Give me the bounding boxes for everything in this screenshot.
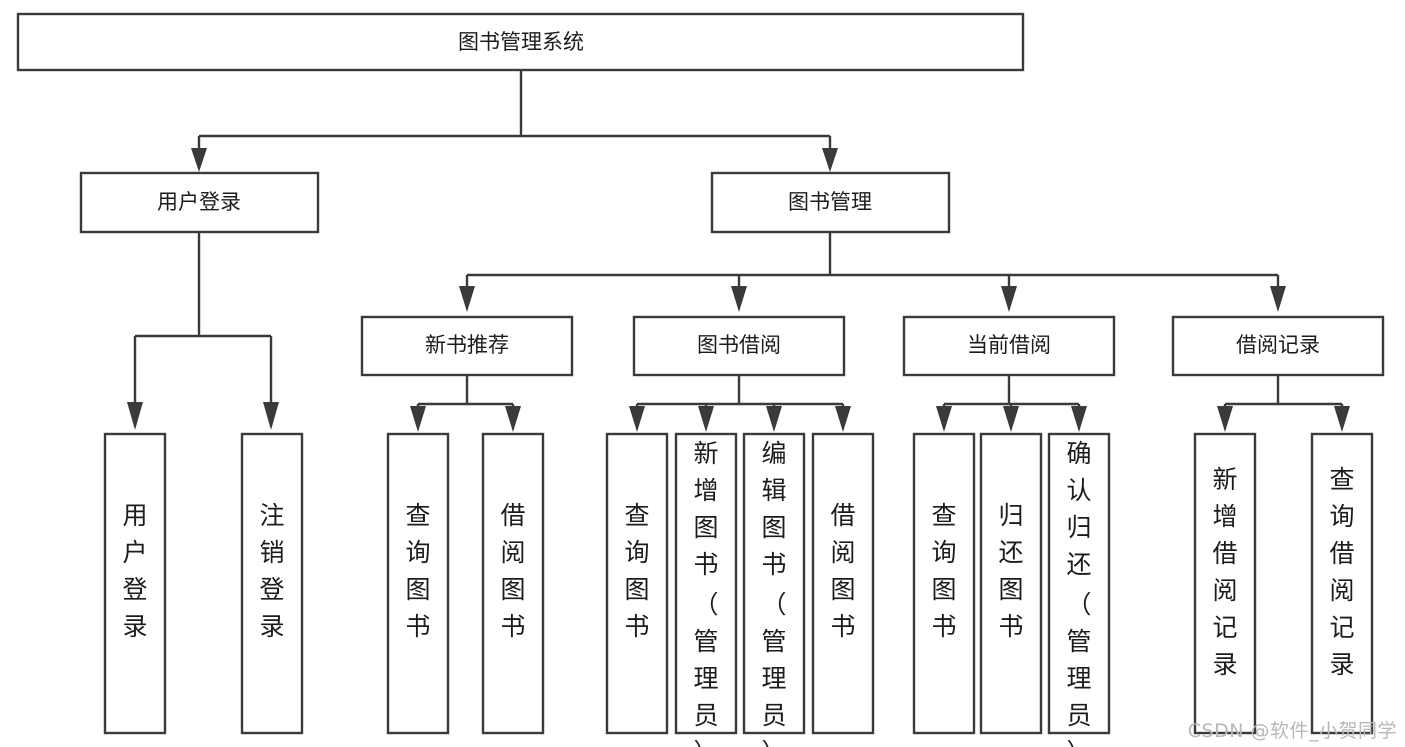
node-book-borrow-box[interactable] (632, 315, 846, 377)
node-current-borrow-label: 当前借阅 (967, 333, 1051, 357)
node-user-login[interactable]: 用户登录 (79, 171, 320, 234)
node-leaf-return-book[interactable]: 归还图书 (979, 432, 1043, 735)
node-new-book-rec-label: 新书推荐 (425, 333, 509, 357)
node-leaf-add-book-label: 新增图书（管理员） (693, 439, 718, 747)
connector-layer (127, 70, 1350, 432)
node-leaf-confirm-return[interactable]: 确认归还（管理员） (1047, 432, 1111, 747)
node-leaf-query-book-3[interactable]: 查询图书 (912, 432, 976, 735)
node-leaf-edit-book[interactable]: 编辑图书（管理员） (742, 432, 806, 747)
node-leaf-query-record-box[interactable] (1310, 432, 1374, 735)
arrow-to-borrow-record (1270, 286, 1286, 312)
arrow-to-leaf-query-record (1334, 406, 1350, 432)
node-book-borrow-label: 图书借阅 (697, 333, 781, 357)
arrow-to-leaf-add-book (698, 406, 714, 432)
node-leaf-confirm-return-label: 确认归还（管理员） (1066, 439, 1091, 747)
node-leaf-edit-book-box[interactable] (742, 432, 806, 735)
node-leaf-query-book-1-box[interactable] (386, 432, 450, 735)
node-leaf-borrow-book-1-label: 借阅图书 (500, 501, 525, 641)
node-leaf-add-book-box[interactable] (674, 432, 738, 735)
node-borrow-record[interactable]: 借阅记录 (1171, 315, 1385, 377)
node-new-book-rec[interactable]: 新书推荐 (360, 315, 574, 377)
node-leaf-logout-label: 注销登录 (259, 501, 284, 641)
node-leaf-add-record-box[interactable] (1193, 432, 1257, 735)
node-leaf-query-book-1-label: 查询图书 (405, 501, 430, 641)
arrow-to-leaf-return-book (1003, 406, 1019, 432)
node-leaf-add-record[interactable]: 新增借阅记录 (1193, 432, 1257, 735)
node-leaf-add-book[interactable]: 新增图书（管理员） (674, 432, 738, 747)
node-leaf-query-record-label: 查询借阅记录 (1329, 465, 1354, 679)
node-leaf-query-book-3-box[interactable] (912, 432, 976, 735)
arrow-to-user-login (191, 148, 207, 172)
node-leaf-borrow-book-2[interactable]: 借阅图书 (811, 432, 875, 735)
node-user-login-box[interactable] (79, 171, 320, 234)
node-leaf-query-book-3-label: 查询图书 (931, 501, 956, 641)
arrow-to-current-borrow (1001, 286, 1017, 312)
node-root-label: 图书管理系统 (458, 30, 584, 54)
node-leaf-edit-book-label: 编辑图书（管理员） (761, 439, 786, 747)
node-current-borrow-box[interactable] (902, 315, 1116, 377)
node-leaf-borrow-book-2-label: 借阅图书 (830, 501, 855, 641)
arrow-to-leaf-query-book-3 (936, 406, 952, 432)
node-book-manage-label: 图书管理 (788, 190, 872, 214)
node-leaf-return-book-box[interactable] (979, 432, 1043, 735)
node-current-borrow[interactable]: 当前借阅 (902, 315, 1116, 377)
node-user-login-label: 用户登录 (157, 190, 241, 214)
arrow-to-leaf-edit-book (766, 406, 782, 432)
node-leaf-query-book-2-label: 查询图书 (624, 501, 649, 641)
arrow-to-leaf-query-book-1 (410, 406, 426, 432)
node-leaf-borrow-book-2-box[interactable] (811, 432, 875, 735)
node-leaf-user-login[interactable]: 用户登录 (103, 432, 167, 735)
node-leaf-query-book-2[interactable]: 查询图书 (605, 432, 669, 735)
node-new-book-rec-box[interactable] (360, 315, 574, 377)
arrow-to-leaf-borrow-book-1 (505, 406, 521, 432)
node-leaf-confirm-return-box[interactable] (1047, 432, 1111, 735)
arrow-to-leaf-borrow-book-2 (835, 406, 851, 432)
arrow-to-leaf-logout (263, 402, 279, 430)
arrow-to-new-book-rec (459, 286, 475, 312)
node-leaf-query-record[interactable]: 查询借阅记录 (1310, 432, 1374, 735)
node-book-manage-box[interactable] (710, 171, 951, 234)
node-leaf-user-login-box[interactable] (103, 432, 167, 735)
arrow-to-book-borrow (731, 286, 747, 312)
node-borrow-record-label: 借阅记录 (1236, 333, 1320, 357)
node-leaf-logout-box[interactable] (240, 432, 304, 735)
node-book-borrow[interactable]: 图书借阅 (632, 315, 846, 377)
node-borrow-record-box[interactable] (1171, 315, 1385, 377)
arrow-to-leaf-confirm-return (1071, 406, 1087, 432)
node-leaf-borrow-book-1-box[interactable] (481, 432, 545, 735)
csdn-watermark: CSDN @软件_小贺同学 (1187, 720, 1397, 742)
node-root-box[interactable] (16, 12, 1025, 72)
arrow-to-leaf-query-book-2 (629, 406, 645, 432)
node-leaf-user-login-label: 用户登录 (122, 501, 147, 641)
node-leaf-return-book-label: 归还图书 (998, 501, 1023, 641)
node-leaf-borrow-book-1[interactable]: 借阅图书 (481, 432, 545, 735)
arrow-to-leaf-add-record (1217, 406, 1233, 432)
node-leaf-query-book-2-box[interactable] (605, 432, 669, 735)
node-leaf-query-book-1[interactable]: 查询图书 (386, 432, 450, 735)
arrow-to-book-manage (822, 148, 838, 172)
arrow-to-leaf-user-login (127, 402, 143, 430)
node-root[interactable]: 图书管理系统 (16, 12, 1025, 72)
node-book-manage[interactable]: 图书管理 (710, 171, 951, 234)
node-leaf-logout[interactable]: 注销登录 (240, 432, 304, 735)
node-leaf-add-record-label: 新增借阅记录 (1212, 465, 1237, 679)
